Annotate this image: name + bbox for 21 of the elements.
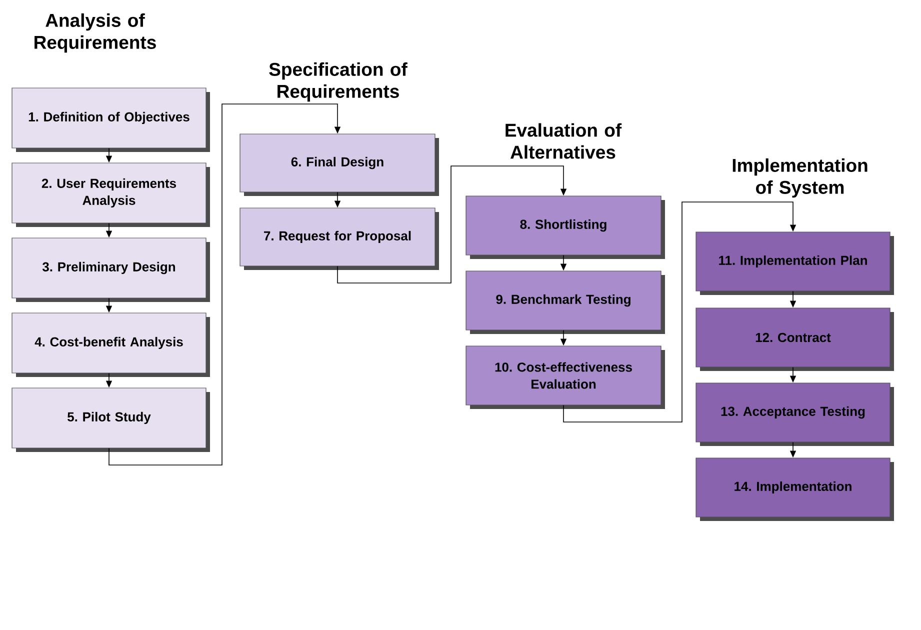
arrow <box>108 104 341 466</box>
process-box: 11. Implementation Plan <box>696 232 894 295</box>
process-box: 4. Cost-benefit Analysis <box>12 312 210 377</box>
process-box: 1. Definition of Objectives <box>12 88 210 152</box>
process-box: 6. Final Design <box>240 134 439 196</box>
process-box: 3. Preliminary Design <box>12 238 210 302</box>
process-box: 12. Contract <box>696 308 894 371</box>
column-heading: Analysis of Requirements <box>34 13 156 53</box>
column-heading: Evaluation of Alternatives <box>506 123 622 159</box>
process-box: 13. Acceptance Testing <box>696 382 894 446</box>
arrow <box>563 202 796 422</box>
process-box: 7. Request for Proposal <box>240 208 439 270</box>
process-box: 8. Shortlisting <box>466 196 665 259</box>
process-box: 2. User Requirements Analysis <box>12 162 210 227</box>
process-box: 9. Benchmark Testing <box>466 270 665 334</box>
column-heading: Specification of Requirements <box>269 62 408 102</box>
process-box: 14. Implementation <box>696 458 894 521</box>
process-box: 10. Cost-effectiveness Evaluation <box>466 346 665 409</box>
process-box: 5. Pilot Study <box>12 388 210 452</box>
arrow <box>337 166 567 284</box>
column-heading: Implementation of System <box>732 158 868 198</box>
